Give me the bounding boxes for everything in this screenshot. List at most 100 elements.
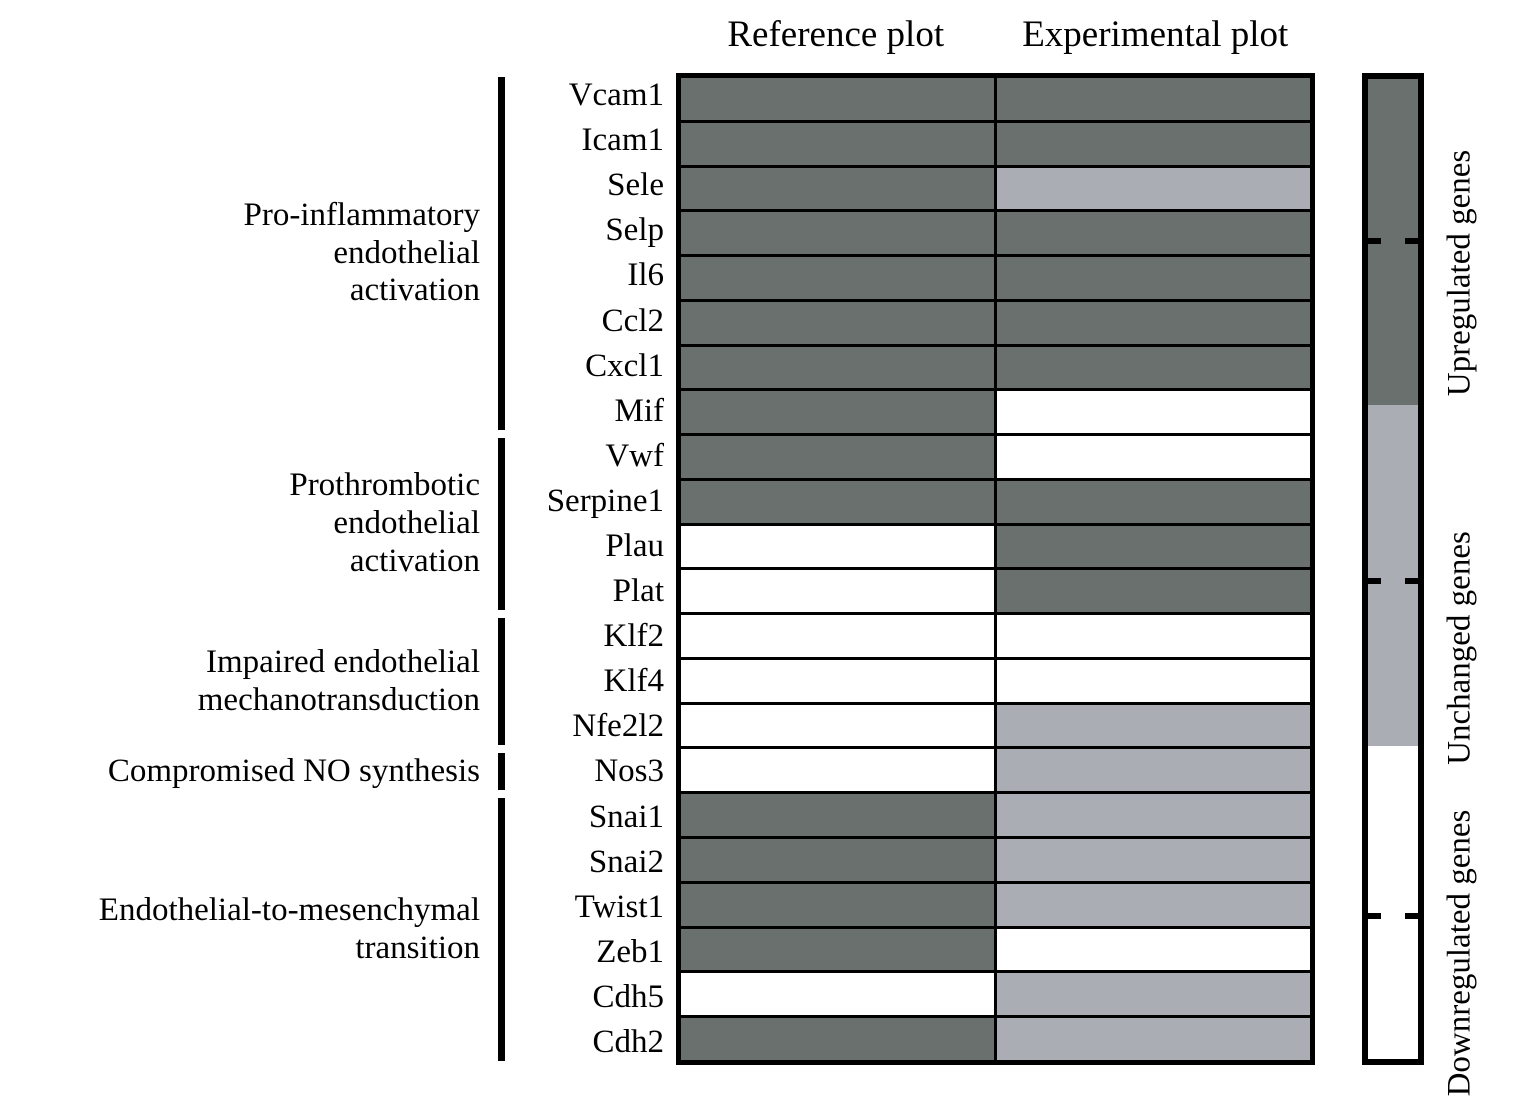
heatmap-row	[681, 704, 1310, 750]
heatmap-cell	[997, 391, 1310, 434]
heatmap-cell	[681, 257, 997, 299]
heatmap-cell	[681, 301, 997, 344]
heatmap-cell	[997, 570, 1310, 613]
heatmap-cell	[681, 167, 997, 210]
colorbar-tick-lower-right	[1405, 913, 1420, 919]
group-prothrombotic-endothelial-activation: Prothrombotic endothelial activation	[289, 438, 480, 610]
colorbar-band-unchanged	[1368, 405, 1418, 746]
gene-label: Il6	[627, 257, 664, 294]
gene-label: Nos3	[594, 753, 664, 790]
heatmap-cell	[997, 839, 1310, 881]
heatmap-cell	[997, 794, 1310, 837]
heatmap-row	[681, 257, 1310, 302]
heatmap-row	[681, 928, 1310, 974]
heatmap-cell	[681, 212, 997, 255]
heatmap-cell	[997, 436, 1310, 478]
group-label: Prothrombotic endothelial activation	[289, 467, 480, 579]
heatmap-cell	[997, 1018, 1310, 1060]
colorbar-gradient	[1362, 73, 1424, 1065]
heatmap-cell	[997, 973, 1310, 1016]
heatmap-cell	[681, 570, 997, 613]
gene-label: Klf4	[603, 663, 665, 700]
heatmap-cell	[997, 480, 1310, 523]
heatmap-row	[681, 570, 1310, 616]
gene-label: Ccl2	[601, 302, 664, 339]
gene-label: Plau	[605, 527, 664, 564]
heatmap-cell	[997, 257, 1310, 299]
heatmap-cell	[997, 78, 1310, 120]
heatmap-row	[681, 883, 1310, 929]
heatmap-cell	[681, 525, 997, 568]
gene-label: Cdh5	[592, 978, 664, 1015]
heatmap-row	[681, 525, 1310, 571]
gene-label: Klf2	[603, 618, 665, 655]
heatmap-cell	[997, 883, 1310, 926]
gene-label: Sele	[607, 167, 664, 204]
colorbar-tick-middle-left	[1366, 578, 1381, 584]
colorbar-tick-lower-left	[1366, 913, 1381, 919]
heatmap-cell	[681, 480, 997, 523]
heatmap-cell	[681, 615, 997, 657]
gene-label: Zeb1	[596, 933, 664, 970]
heatmap-grid	[676, 73, 1315, 1065]
heatmap-cell	[681, 391, 997, 434]
heatmap-row	[681, 122, 1310, 168]
heatmap-row	[681, 1018, 1310, 1060]
heatmap-cell	[997, 704, 1310, 747]
group-impaired-endothelial-mechanotransduction: Impaired endothelial mechanotransduction	[198, 618, 480, 745]
group-bracket-compromised-no-synthesis	[498, 753, 505, 791]
heatmap-cell	[997, 301, 1310, 344]
heatmap-cell	[997, 122, 1310, 165]
colorbar-label-down: Downregulated genes	[1441, 809, 1478, 1096]
column-header-reference: Reference plot	[727, 13, 945, 55]
heatmap-cell	[681, 1018, 997, 1060]
heatmap-cell	[681, 883, 997, 926]
group-label: Compromised NO synthesis	[107, 753, 480, 790]
heatmap-row	[681, 615, 1310, 660]
heatmap-cell	[681, 659, 997, 702]
gene-label: Vwf	[605, 437, 664, 474]
heatmap-row	[681, 167, 1310, 213]
heatmap-cell	[997, 749, 1310, 792]
gene-label: Serpine1	[546, 482, 664, 519]
colorbar-tick-upper-right	[1405, 238, 1420, 244]
heatmap-cell	[997, 928, 1310, 971]
heatmap-row	[681, 301, 1310, 347]
heatmap-cell	[681, 973, 997, 1016]
heatmap-cell	[681, 749, 997, 792]
heatmap-row	[681, 212, 1310, 258]
colorbar	[1362, 73, 1424, 1065]
column-headers: Reference plot Experimental plot	[676, 8, 1315, 60]
heatmap-cell	[997, 212, 1310, 255]
gene-label: Snai2	[588, 843, 664, 880]
column-header-experimental: Experimental plot	[1022, 13, 1289, 55]
group-label: Impaired endothelial mechanotransduction	[197, 644, 480, 718]
heatmap-row	[681, 346, 1310, 392]
gene-label: Icam1	[581, 122, 664, 159]
heatmap-cell	[681, 436, 997, 478]
group-bracket-endothelial-to-mesenchymal-transition	[498, 798, 505, 1061]
heatmap-row	[681, 973, 1310, 1019]
gene-label: Nfe2l2	[572, 708, 664, 745]
colorbar-label-unchanged: Unchanged genes	[1441, 531, 1478, 765]
group-bracket-prothrombotic-endothelial-activation	[498, 437, 505, 611]
colorbar-tick-upper-left	[1366, 238, 1381, 244]
heatmap-row	[681, 78, 1310, 123]
group-label: Pro-inflammatory endothelial activation	[243, 196, 480, 309]
heatmap-cell	[681, 78, 997, 120]
group-bracket-pro-inflammatory-endothelial-activation	[498, 77, 505, 430]
heatmap-cell	[997, 167, 1310, 210]
gene-label: Plat	[612, 573, 664, 610]
heatmap-cell	[681, 794, 997, 837]
gene-label: Mif	[614, 392, 665, 429]
heatmap-cell	[681, 839, 997, 881]
gene-label: Twist1	[574, 888, 664, 925]
heatmap-cell	[681, 704, 997, 747]
colorbar-label-up: Upregulated genes	[1441, 149, 1478, 397]
gene-label: Cxcl1	[585, 347, 664, 384]
colorbar-tick-middle-right	[1405, 578, 1420, 584]
group-bracket-impaired-endothelial-mechanotransduction	[498, 618, 505, 746]
